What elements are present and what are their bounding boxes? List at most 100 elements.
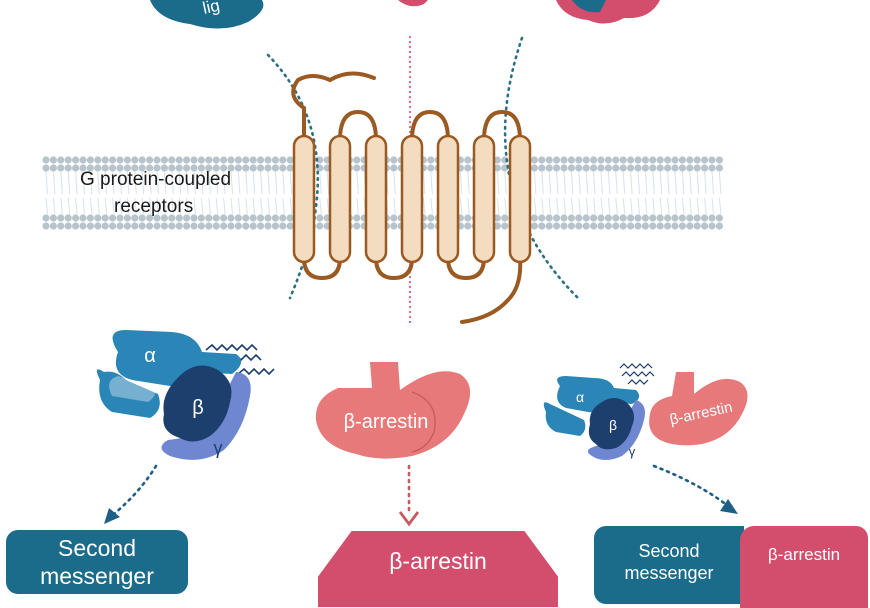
guide-curve-left <box>266 53 320 300</box>
lipid-tail <box>652 171 655 195</box>
lipid-head <box>567 164 576 172</box>
lipid-tail <box>704 171 707 195</box>
lipid-tail <box>615 197 618 215</box>
lipid-tail <box>215 171 219 195</box>
lipid-tail <box>356 171 359 195</box>
lipid-head <box>42 222 50 230</box>
lipid-head <box>427 214 435 222</box>
lipid-tail <box>622 197 626 215</box>
lipid-head <box>227 222 235 230</box>
lipid-head <box>634 156 642 164</box>
lipid-tail <box>570 171 574 195</box>
lipid-head <box>227 214 235 222</box>
lipid-head <box>286 222 294 230</box>
lipid-head <box>138 156 146 164</box>
lipid-tail <box>82 197 85 215</box>
lipid-head <box>123 164 131 172</box>
lipid-head <box>249 222 257 230</box>
lipid-head <box>271 222 279 230</box>
lipid-tail <box>585 171 589 195</box>
lipid-head <box>220 214 228 222</box>
lipid-tail <box>718 197 722 215</box>
lipid-head <box>234 156 242 164</box>
box-r1-line2: messenger <box>624 563 714 583</box>
lipid-head <box>190 214 198 222</box>
lipid-head <box>279 164 287 172</box>
lipid-tail <box>215 197 219 215</box>
lipid-tail <box>659 197 663 215</box>
lipid-tail <box>178 171 182 195</box>
lipid-head <box>42 156 50 164</box>
lipid-head <box>701 222 709 230</box>
lipid-head <box>634 222 642 230</box>
lipid-head <box>64 214 72 222</box>
lipid-head <box>205 222 213 230</box>
lipid-head <box>264 222 272 230</box>
lipid-head <box>627 214 635 222</box>
lipid-head <box>427 156 435 164</box>
lipid-tail <box>556 171 559 195</box>
lipid-head <box>57 214 65 222</box>
lipid-tail <box>193 197 196 215</box>
lipid-tail <box>326 171 330 195</box>
lipid-tail <box>504 197 507 215</box>
lipid-tail <box>289 171 293 195</box>
lipid-head <box>627 164 635 172</box>
lipid-tail <box>467 197 470 215</box>
lipid-tail <box>245 171 248 195</box>
lipid-head <box>686 164 694 172</box>
lipid-head <box>168 222 176 230</box>
lipid-head <box>501 214 509 222</box>
alpha-label-right: α <box>576 389 584 405</box>
lipid-tail <box>134 171 137 195</box>
lipid-head <box>708 222 716 230</box>
lipid-head <box>678 214 687 222</box>
lipid-tail <box>260 171 263 195</box>
lipid-tail <box>637 171 640 195</box>
lipid-head <box>590 214 598 222</box>
lipid-head <box>604 222 613 230</box>
lipid-tail <box>163 197 167 215</box>
lipid-head <box>390 164 398 172</box>
lipid-tail <box>156 171 159 195</box>
lipid-head <box>634 164 642 172</box>
lipid-head <box>538 214 546 222</box>
lipid-head <box>249 164 257 172</box>
lipid-tail <box>119 197 122 215</box>
lipid-head <box>49 222 58 230</box>
lipid-tail <box>89 197 93 215</box>
lipid-tail <box>593 197 596 215</box>
helix-7 <box>508 134 532 264</box>
arrow-right <box>652 464 738 514</box>
lipid-head <box>316 156 324 164</box>
lipid-tail <box>97 197 100 215</box>
lipid-head <box>582 222 590 230</box>
lipid-head <box>94 164 102 172</box>
lipid-head <box>693 222 701 230</box>
lipid-head <box>553 156 561 164</box>
lipid-tail <box>267 197 270 215</box>
lipid-tail <box>681 197 685 215</box>
lipid-head <box>715 156 724 164</box>
lipid-head <box>390 214 398 222</box>
lipid-tail <box>223 197 226 215</box>
lipid-tail <box>45 171 48 195</box>
lipid-head <box>101 214 109 222</box>
lipid-head <box>242 164 250 172</box>
lipid-head <box>597 214 605 222</box>
lipid-tail <box>689 171 692 195</box>
ligand-middle <box>398 0 428 7</box>
lipid-head <box>197 222 205 230</box>
lipid-head <box>671 164 679 172</box>
lipid-tail <box>541 197 544 215</box>
lipid-head <box>220 164 228 172</box>
lipid-head <box>530 156 539 164</box>
lipid-head <box>493 164 501 172</box>
lipid-head <box>612 214 620 222</box>
lipid-head <box>86 156 94 164</box>
lipid-head <box>604 164 613 172</box>
lipid-head <box>427 222 435 230</box>
lipid-tail <box>208 197 211 215</box>
lipid-head <box>242 214 250 222</box>
lipid-head <box>708 156 716 164</box>
